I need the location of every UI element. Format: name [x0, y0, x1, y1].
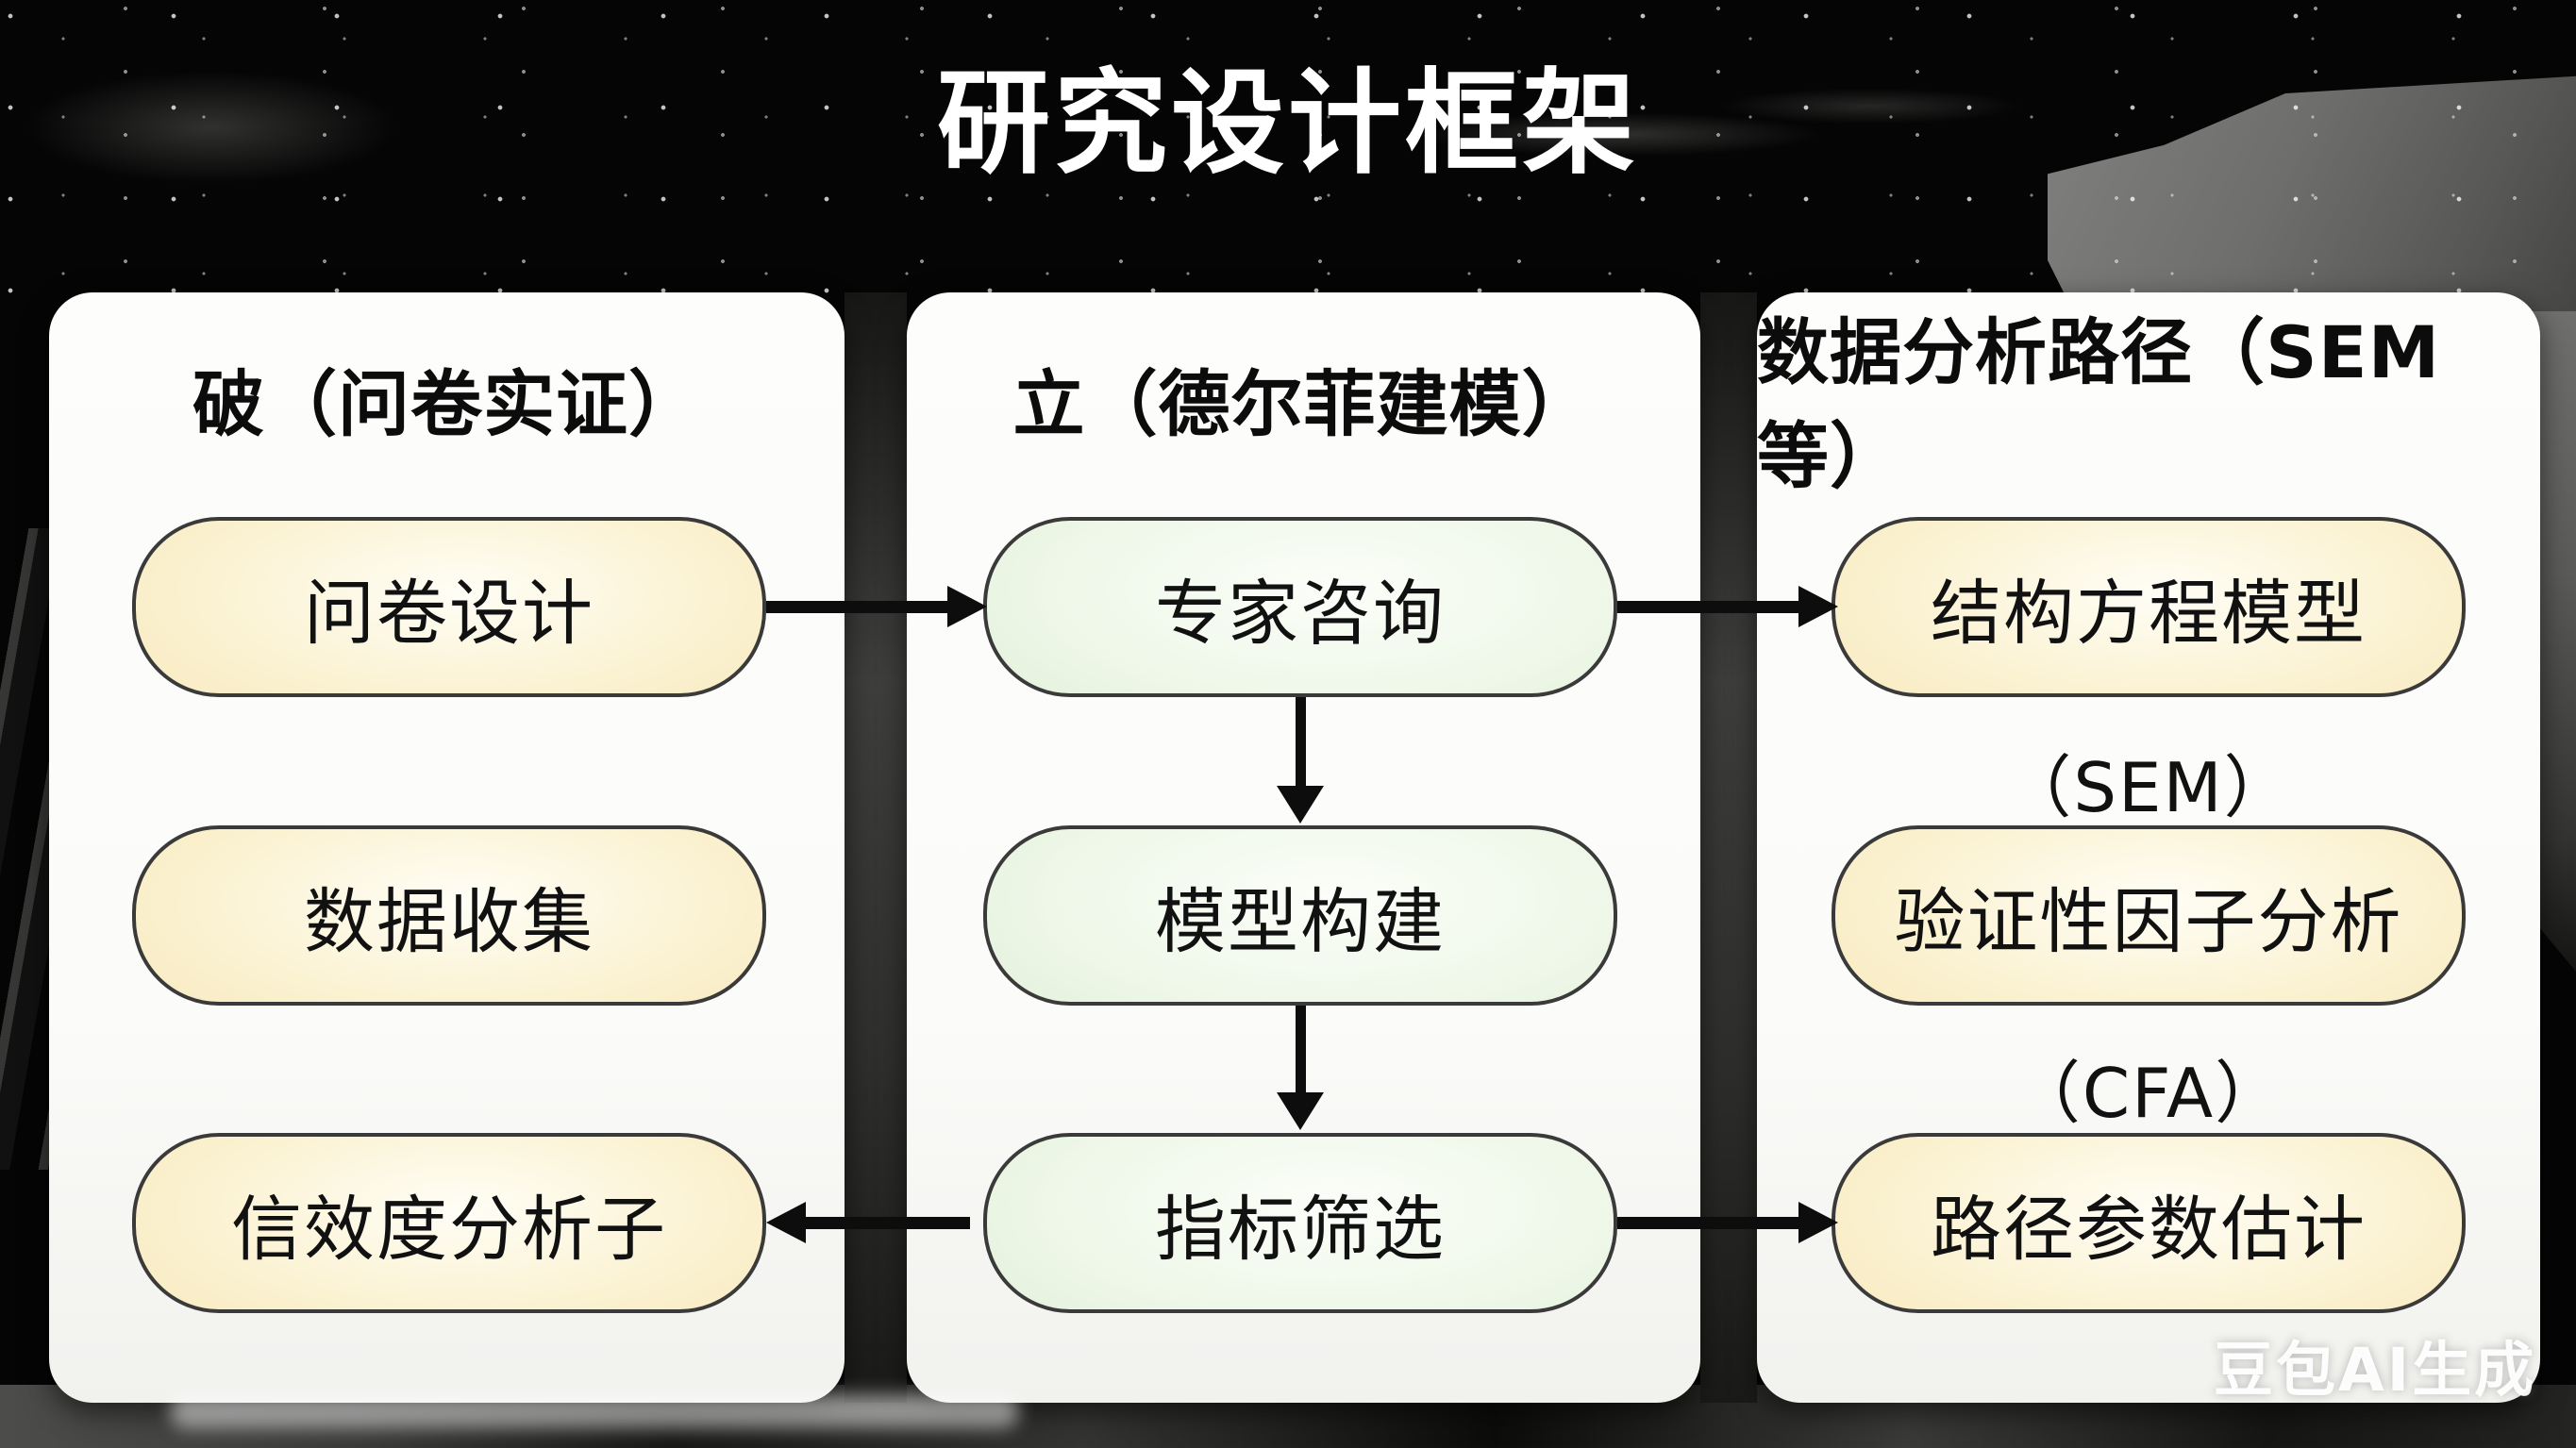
arrow-questionnaire-to-expert-head — [947, 586, 987, 627]
node-structural-equation-model: 结构方程模型 — [1832, 517, 2466, 697]
arrow-indicator-to-reliability-head — [766, 1202, 806, 1243]
arrow-model-to-indicator-head — [1277, 1092, 1324, 1130]
sublabel-cfa: （CFA） — [2012, 1054, 2285, 1133]
arrow-expert-to-sem-head — [1798, 586, 1838, 627]
arrow-indicator-to-path-estimation-head — [1798, 1202, 1838, 1243]
page-title: 研究设计框架 — [937, 58, 1639, 190]
ai-watermark: 豆包AI生成 — [2214, 1336, 2537, 1405]
node-data-collection: 数据收集 — [132, 825, 766, 1006]
node-reliability-validity-analysis: 信效度分析子 — [132, 1133, 766, 1313]
column-header-data-analysis-path: 数据分析路径（SEM等） — [1757, 310, 2441, 498]
node-questionnaire-design: 问卷设计 — [132, 517, 766, 697]
sublabel-sem: （SEM） — [2003, 748, 2294, 827]
node-confirmatory-factor-analysis: 验证性因子分析 — [1832, 825, 2466, 1006]
node-expert-consultation: 专家咨询 — [983, 517, 1617, 697]
column-header-po-questionnaire: 破（问卷实证） — [192, 362, 701, 446]
node-indicator-screening: 指标筛选 — [983, 1133, 1617, 1313]
arrow-expert-to-sem-shaft — [1617, 601, 1798, 613]
background-gap-2 — [1700, 292, 1757, 1403]
column-header-li-delphi: 立（德尔菲建模） — [1012, 362, 1595, 446]
node-model-construction: 模型构建 — [983, 825, 1617, 1006]
arrow-expert-to-model-head — [1277, 786, 1324, 824]
node-path-parameter-estimation: 路径参数估计 — [1832, 1133, 2466, 1313]
arrow-indicator-to-path-estimation-shaft — [1617, 1217, 1798, 1229]
arrow-model-to-indicator-shaft — [1296, 1006, 1306, 1092]
arrow-indicator-to-reliability-shaft — [806, 1217, 970, 1229]
arrow-expert-to-model-shaft — [1296, 697, 1306, 786]
background-gap-1 — [845, 292, 907, 1403]
arrow-questionnaire-to-expert-shaft — [766, 601, 947, 613]
